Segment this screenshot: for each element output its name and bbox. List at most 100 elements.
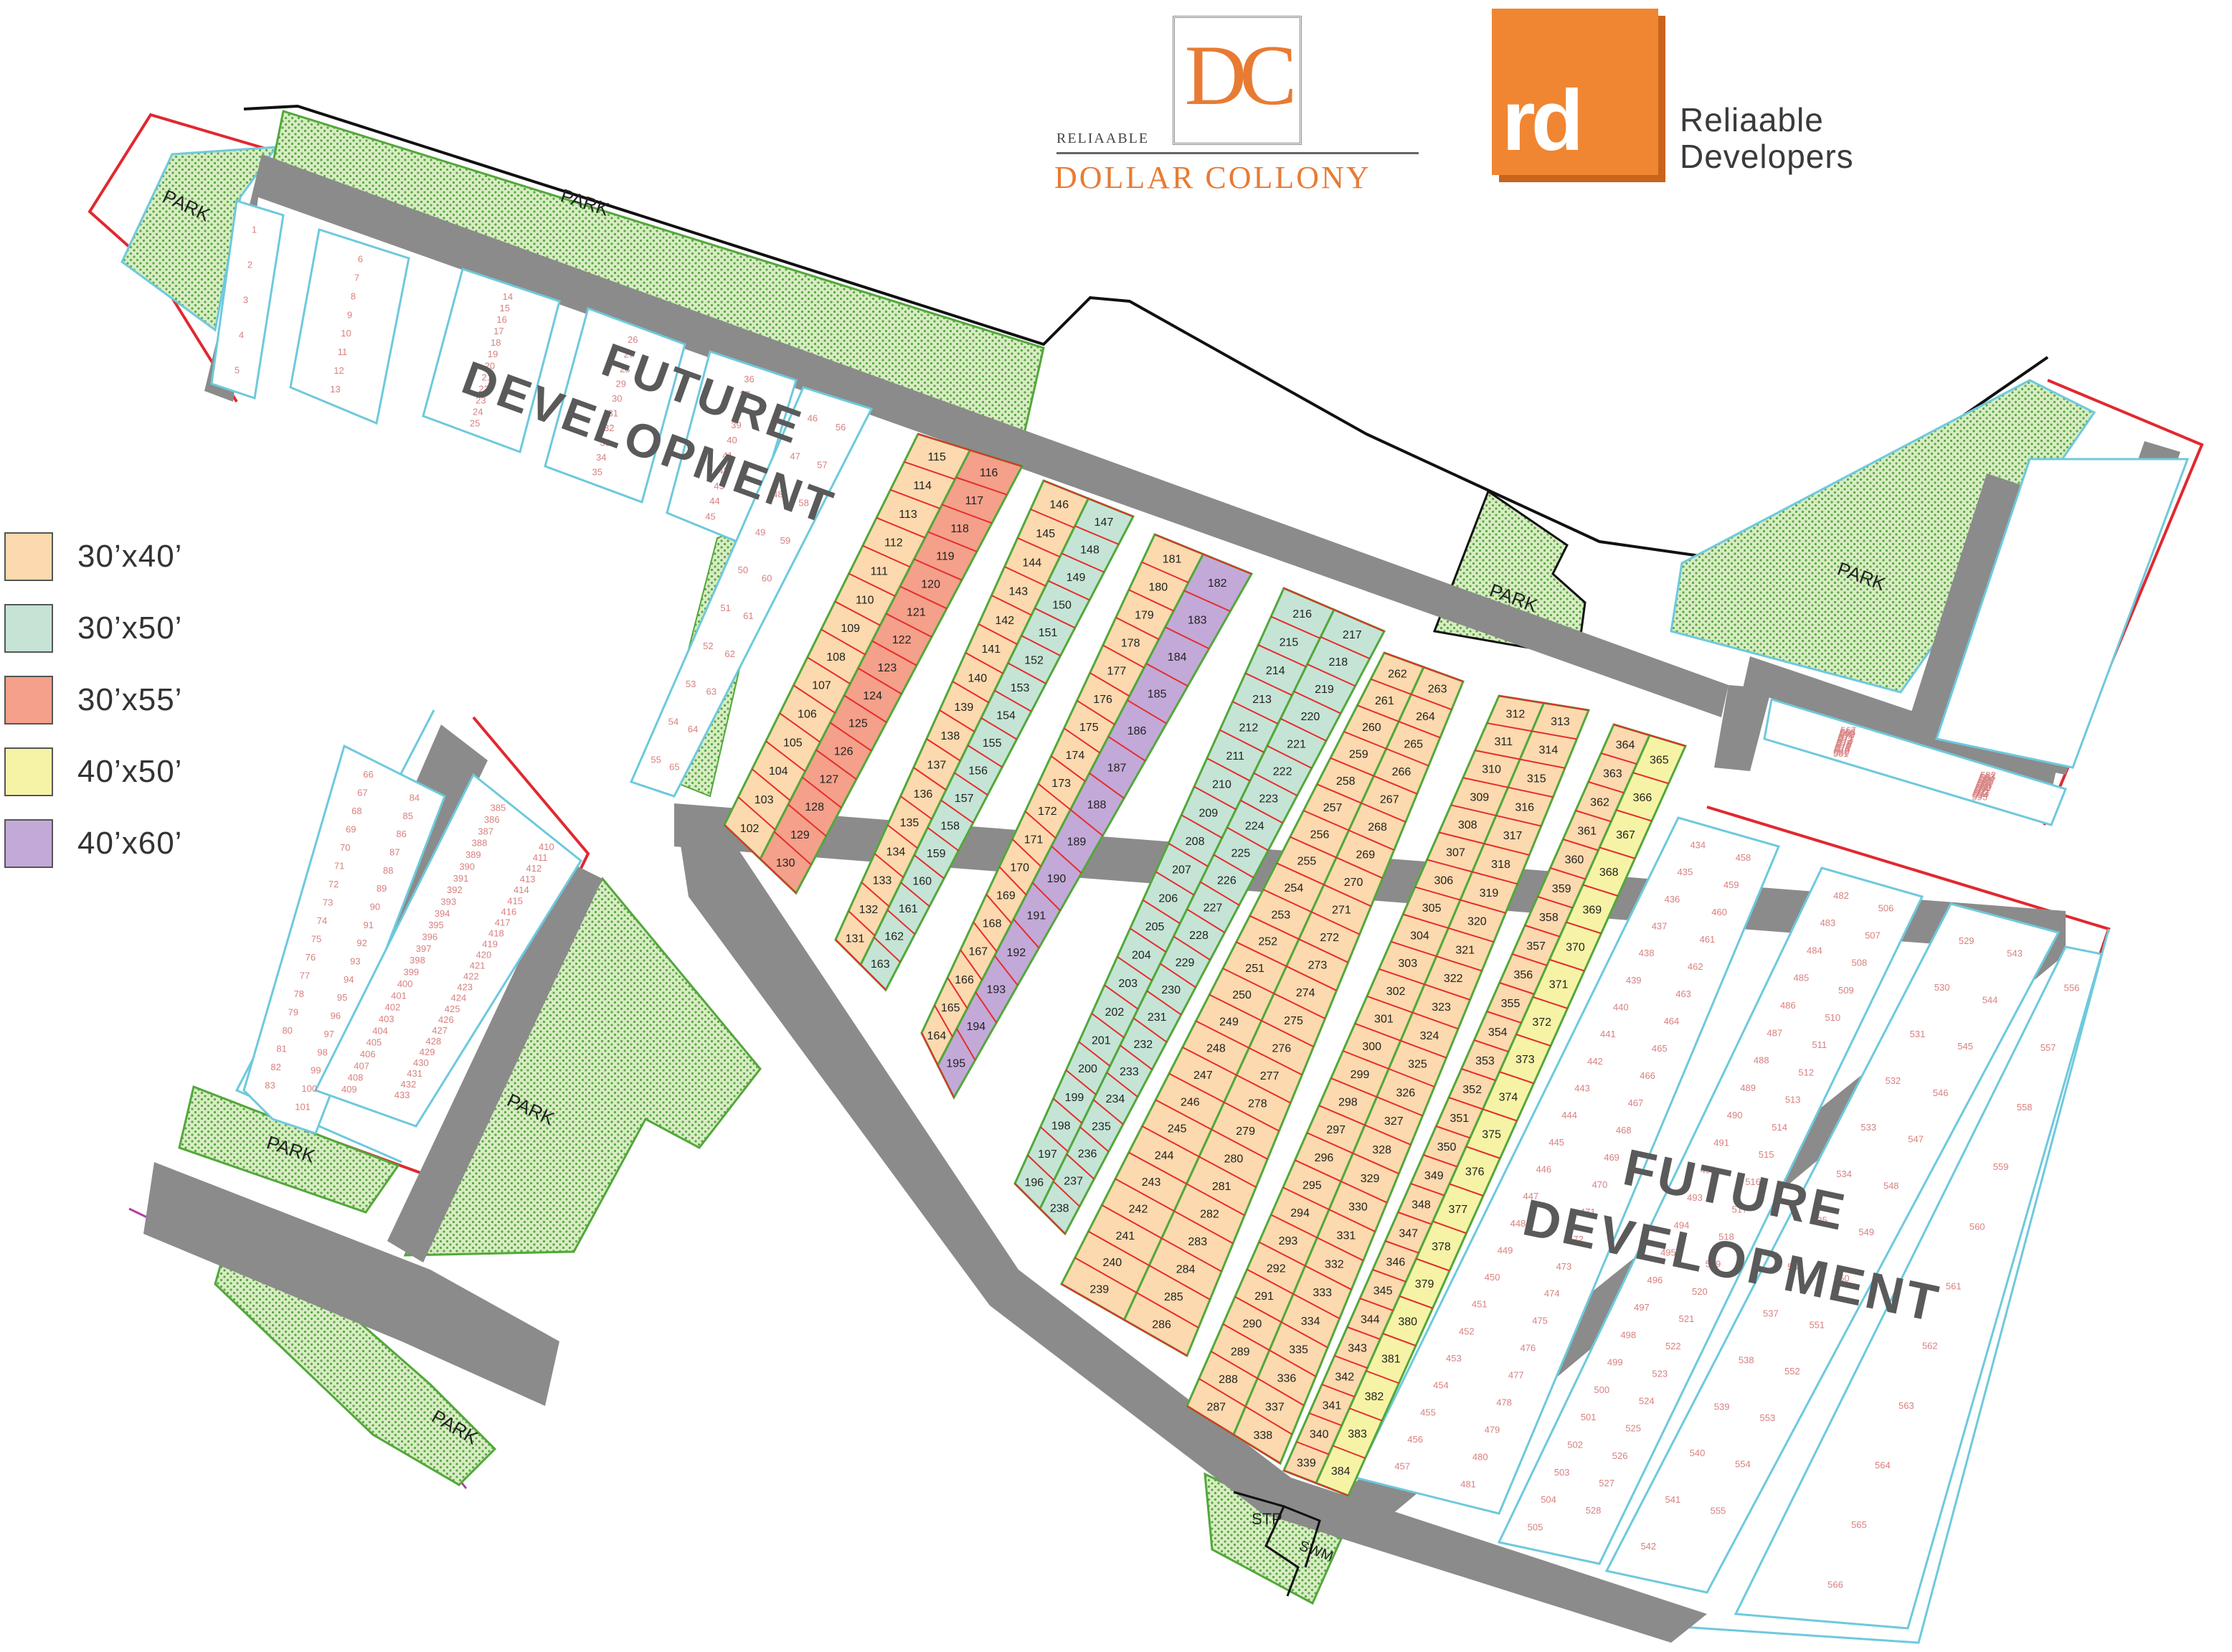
plot-number[interactable]: 300 bbox=[1362, 1041, 1381, 1053]
plot-number-white[interactable]: 460 bbox=[1711, 907, 1727, 917]
plot-number[interactable]: 254 bbox=[1285, 882, 1304, 895]
plot-number[interactable]: 170 bbox=[1010, 862, 1029, 874]
plot-number[interactable]: 200 bbox=[1078, 1063, 1097, 1075]
plot-number[interactable]: 262 bbox=[1388, 669, 1407, 681]
plot-number[interactable]: 286 bbox=[1152, 1319, 1171, 1331]
plot-number[interactable]: 378 bbox=[1432, 1241, 1451, 1253]
plot-number-white[interactable]: 409 bbox=[341, 1084, 357, 1095]
plot-number[interactable]: 110 bbox=[856, 594, 874, 606]
plot-number-white[interactable]: 462 bbox=[1688, 961, 1703, 972]
plot-number[interactable]: 162 bbox=[884, 931, 904, 943]
plot-number-white[interactable]: 477 bbox=[1508, 1370, 1524, 1381]
plot-number-white[interactable]: 39 bbox=[731, 420, 741, 430]
plot-number[interactable]: 348 bbox=[1411, 1199, 1431, 1211]
plot-number[interactable]: 324 bbox=[1420, 1030, 1439, 1042]
plot-number-white[interactable]: 504 bbox=[1541, 1494, 1556, 1505]
plot-number-white[interactable]: 8 bbox=[351, 291, 356, 301]
plot-number-white[interactable]: 418 bbox=[488, 928, 504, 938]
plot-number-white[interactable]: 475 bbox=[1532, 1316, 1548, 1326]
plot-number-white[interactable]: 11 bbox=[338, 346, 348, 357]
plot-number[interactable]: 349 bbox=[1424, 1170, 1444, 1182]
plot-number-white[interactable]: 435 bbox=[1678, 867, 1693, 877]
plot-number-white[interactable]: 395 bbox=[428, 920, 444, 930]
plot-number[interactable]: 305 bbox=[1422, 902, 1442, 915]
plot-number-white[interactable]: 498 bbox=[1620, 1329, 1636, 1340]
plot-number-white[interactable]: 90 bbox=[370, 902, 380, 912]
plot-number-white[interactable]: 13 bbox=[330, 384, 340, 395]
plot-number[interactable]: 139 bbox=[955, 702, 974, 714]
plot-number-white[interactable]: 557 bbox=[2041, 1042, 2056, 1053]
plot-number-white[interactable]: 75 bbox=[311, 933, 321, 944]
plot-number[interactable]: 320 bbox=[1467, 916, 1487, 928]
plot-number-white[interactable]: 529 bbox=[1959, 935, 1975, 946]
plot-number[interactable]: 126 bbox=[834, 746, 853, 758]
plot-number-white[interactable]: 574 bbox=[1837, 737, 1853, 747]
plot-number-white[interactable]: 590 bbox=[1975, 783, 1991, 794]
plot-number-white[interactable]: 522 bbox=[1665, 1341, 1681, 1351]
plot-number[interactable]: 208 bbox=[1186, 836, 1205, 848]
plot-number-white[interactable]: 2 bbox=[247, 260, 252, 270]
plot-number[interactable]: 371 bbox=[1549, 979, 1569, 991]
plot-number-white[interactable]: 69 bbox=[346, 823, 356, 834]
plot-number-white[interactable]: 524 bbox=[1639, 1396, 1655, 1407]
plot-number-white[interactable]: 519 bbox=[1706, 1259, 1721, 1270]
plot-number[interactable]: 207 bbox=[1172, 864, 1191, 877]
plot-number[interactable]: 276 bbox=[1272, 1042, 1291, 1054]
plot-number-white[interactable]: 18 bbox=[491, 337, 501, 348]
plot-number[interactable]: 120 bbox=[921, 579, 940, 591]
plot-number-white[interactable]: 493 bbox=[1687, 1192, 1703, 1203]
plot-number-white[interactable]: 73 bbox=[323, 897, 333, 907]
plot-number[interactable]: 158 bbox=[940, 821, 960, 833]
plot-number[interactable]: 131 bbox=[846, 933, 865, 945]
plot-number-white[interactable]: 441 bbox=[1600, 1029, 1616, 1039]
plot-number-white[interactable]: 74 bbox=[317, 915, 327, 926]
plot-number-white[interactable]: 594 bbox=[1972, 790, 1988, 801]
plot-number[interactable]: 202 bbox=[1105, 1006, 1125, 1019]
plot-number-white[interactable]: 417 bbox=[495, 917, 511, 928]
plot-number-white[interactable]: 563 bbox=[1898, 1400, 1914, 1411]
plot-number-white[interactable]: 458 bbox=[1736, 852, 1751, 863]
plot-number[interactable]: 365 bbox=[1650, 755, 1669, 767]
plot-number[interactable]: 187 bbox=[1107, 763, 1127, 775]
plot-number-white[interactable]: 40 bbox=[727, 435, 737, 445]
plot-number-white[interactable]: 506 bbox=[1878, 902, 1894, 913]
plot-number[interactable]: 154 bbox=[996, 709, 1016, 722]
plot-number-white[interactable]: 570 bbox=[1839, 730, 1855, 740]
plot-number[interactable]: 118 bbox=[950, 523, 969, 535]
plot-number[interactable]: 370 bbox=[1566, 942, 1585, 954]
plot-number-white[interactable]: 64 bbox=[688, 724, 698, 735]
plot-number-white[interactable]: 420 bbox=[476, 950, 492, 960]
plot-number-white[interactable]: 407 bbox=[354, 1060, 369, 1071]
plot-number-white[interactable]: 566 bbox=[1827, 1579, 1843, 1590]
plot-number[interactable]: 261 bbox=[1375, 695, 1394, 707]
plot-number-white[interactable]: 442 bbox=[1587, 1056, 1603, 1067]
plot-number-white[interactable]: 484 bbox=[1807, 945, 1822, 955]
plot-number-white[interactable]: 389 bbox=[465, 849, 481, 860]
plot-number[interactable]: 203 bbox=[1118, 978, 1138, 990]
plot-number[interactable]: 186 bbox=[1127, 725, 1147, 737]
plot-number[interactable]: 111 bbox=[871, 565, 888, 577]
plot-number[interactable]: 242 bbox=[1129, 1203, 1148, 1215]
plot-number-white[interactable]: 434 bbox=[1690, 840, 1706, 851]
plot-number-white[interactable]: 576 bbox=[1836, 740, 1852, 750]
plot-number-white[interactable]: 399 bbox=[403, 967, 419, 978]
plot-number-white[interactable]: 567 bbox=[1840, 724, 1856, 735]
plot-number-white[interactable]: 30 bbox=[612, 393, 622, 404]
plot-number[interactable]: 112 bbox=[884, 537, 903, 549]
plot-number[interactable]: 190 bbox=[1047, 873, 1067, 885]
plot-number-white[interactable]: 476 bbox=[1521, 1343, 1536, 1354]
plot-number[interactable]: 238 bbox=[1050, 1202, 1069, 1214]
plot-number-white[interactable]: 411 bbox=[533, 852, 548, 863]
plot-number[interactable]: 105 bbox=[783, 737, 803, 749]
plot-number[interactable]: 123 bbox=[878, 662, 897, 674]
plot-number-white[interactable]: 569 bbox=[1840, 728, 1855, 739]
plot-number[interactable]: 152 bbox=[1024, 654, 1044, 666]
plot-number-white[interactable]: 45 bbox=[705, 511, 715, 521]
plot-number[interactable]: 209 bbox=[1198, 807, 1218, 819]
plot-number-white[interactable]: 413 bbox=[520, 874, 536, 884]
plot-number-white[interactable]: 88 bbox=[383, 865, 393, 876]
plot-number-white[interactable]: 33 bbox=[600, 437, 610, 448]
plot-number[interactable]: 283 bbox=[1188, 1236, 1207, 1248]
plot-number[interactable]: 318 bbox=[1491, 859, 1510, 871]
plot-number[interactable]: 195 bbox=[946, 1058, 965, 1070]
